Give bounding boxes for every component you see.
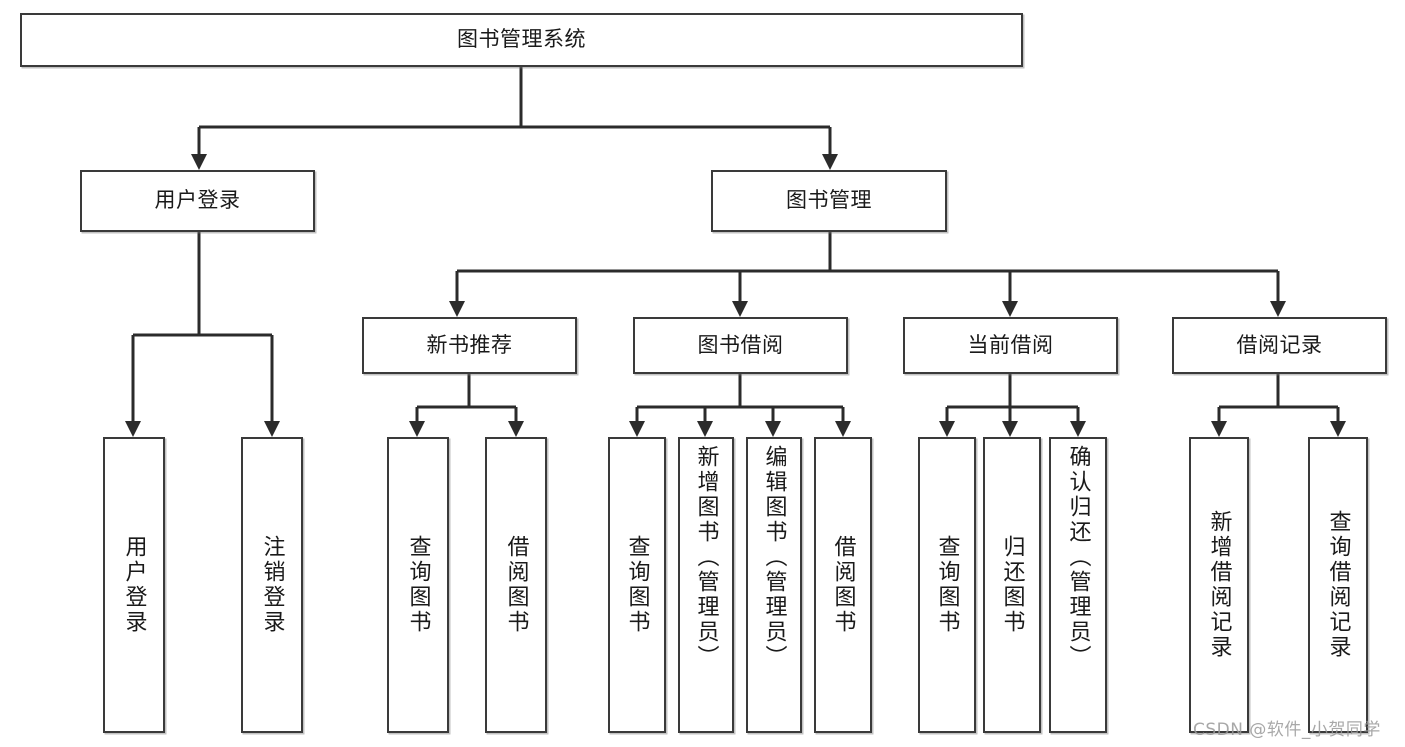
node-leaf-7-label: 借阅图书	[830, 535, 856, 635]
node-leaf-9[interactable]: 归还图书	[983, 437, 1041, 733]
edge-borrow-book-group-arrow-3-head	[835, 421, 851, 437]
node-leaf-3-label: 借阅图书	[503, 535, 529, 635]
node-level3-1-label: 图书借阅	[697, 332, 784, 357]
edge-borrow-book-group-arrow-1-head	[697, 421, 713, 437]
node-leaf-5[interactable]: 新增图书（管理员）	[678, 437, 734, 733]
node-leaf-12-label: 查询借阅记录	[1325, 510, 1351, 660]
edge-manage-arrow-3-head	[1270, 301, 1286, 317]
edge-root-arrow-1-head	[822, 154, 838, 170]
node-leaf-8[interactable]: 查询图书	[918, 437, 976, 733]
node-leaf-2-label: 查询图书	[405, 535, 431, 635]
node-leaf-12[interactable]: 查询借阅记录	[1308, 437, 1368, 733]
edge-manage-arrow-1-head	[732, 301, 748, 317]
node-level3-2-label: 当前借阅	[967, 332, 1054, 357]
node-leaf-7[interactable]: 借阅图书	[814, 437, 872, 733]
edge-manage-arrow-2-head	[1002, 301, 1018, 317]
node-leaf-1-label: 注销登录	[259, 535, 285, 635]
edge-borrow-record-group-arrow-0-head	[1211, 421, 1227, 437]
node-level3-0-label: 新书推荐	[426, 332, 513, 357]
node-leaf-2[interactable]: 查询图书	[387, 437, 449, 733]
edge-login-arrow-1-head	[264, 421, 280, 437]
edge-borrow-record-group-arrow-1-head	[1330, 421, 1346, 437]
node-leaf-9-label: 归还图书	[999, 535, 1025, 635]
node-level2-0[interactable]: 用户登录	[80, 170, 315, 232]
node-level3-1[interactable]: 图书借阅	[633, 317, 848, 374]
node-level2-1[interactable]: 图书管理	[711, 170, 947, 232]
edge-new-book-group-arrow-1-head	[508, 421, 524, 437]
edge-current-borrow-group-arrow-1-head	[1002, 421, 1018, 437]
node-level2-0-label: 用户登录	[154, 188, 241, 213]
node-leaf-3[interactable]: 借阅图书	[485, 437, 547, 733]
edge-login-arrow-0-head	[125, 421, 141, 437]
node-level3-3-label: 借阅记录	[1236, 332, 1323, 357]
node-leaf-8-label: 查询图书	[934, 535, 960, 635]
node-leaf-4-label: 查询图书	[624, 535, 650, 635]
edge-current-borrow-group-arrow-2-head	[1070, 421, 1086, 437]
edge-current-borrow-group-arrow-0-head	[939, 421, 955, 437]
node-root[interactable]: 图书管理系统	[20, 13, 1023, 67]
edge-borrow-book-group-arrow-2-head	[765, 421, 781, 437]
node-leaf-5-label: 新增图书（管理员）	[693, 445, 719, 670]
node-level3-2[interactable]: 当前借阅	[903, 317, 1118, 374]
node-root-label: 图书管理系统	[457, 27, 586, 52]
node-level3-0[interactable]: 新书推荐	[362, 317, 577, 374]
edge-borrow-book-group-arrow-0-head	[629, 421, 645, 437]
node-leaf-0-label: 用户登录	[121, 535, 147, 635]
watermark-label: CSDN @软件_小贺同学	[1193, 720, 1381, 740]
node-leaf-10-label: 确认归还（管理员）	[1065, 445, 1091, 670]
edge-root-arrow-0-head	[191, 154, 207, 170]
node-level2-1-label: 图书管理	[786, 188, 872, 213]
node-leaf-11[interactable]: 新增借阅记录	[1189, 437, 1249, 733]
node-leaf-6[interactable]: 编辑图书（管理员）	[746, 437, 802, 733]
edge-new-book-group-arrow-0-head	[409, 421, 425, 437]
node-leaf-10[interactable]: 确认归还（管理员）	[1049, 437, 1107, 733]
node-leaf-1[interactable]: 注销登录	[241, 437, 303, 733]
node-leaf-11-label: 新增借阅记录	[1206, 510, 1232, 660]
node-leaf-6-label: 编辑图书（管理员）	[761, 445, 787, 670]
edge-manage-arrow-0-head	[449, 301, 465, 317]
node-leaf-0[interactable]: 用户登录	[103, 437, 165, 733]
node-leaf-4[interactable]: 查询图书	[608, 437, 666, 733]
node-level3-3[interactable]: 借阅记录	[1172, 317, 1387, 374]
